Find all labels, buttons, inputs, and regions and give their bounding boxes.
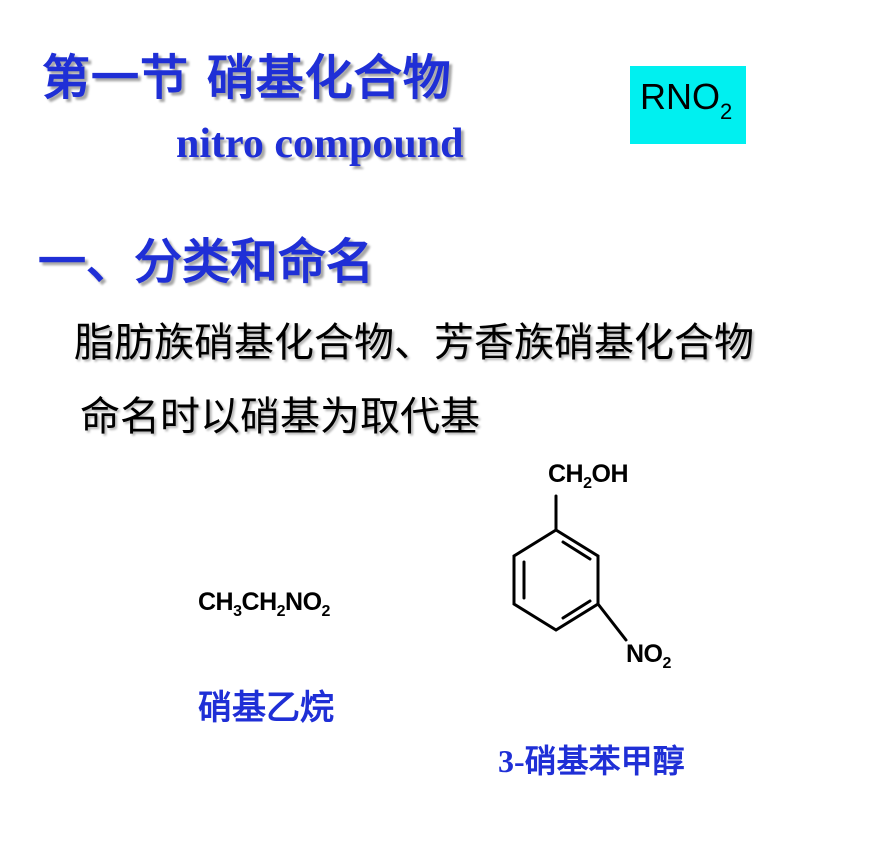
section-title-english: nitro compound [176,121,464,167]
naming-rule-text: 命名时以硝基为取代基 [80,394,480,440]
nitroethane-formula: CH3CH2NO2 [198,588,330,620]
general-formula-box: RNO2 [630,66,746,144]
inner-double-bond [561,599,592,620]
ch2oh-group: CH2OH [548,460,629,492]
general-formula: RNO2 [640,76,733,124]
subsection-heading: 一、分类和命名 [38,234,375,290]
benzene-ring-outline [512,528,600,632]
no2-group: NO2 [626,640,671,672]
nitrobenzyl-alcohol-name: 3-硝基苯甲醇 [498,742,685,780]
classification-text: 脂肪族硝基化合物、芳香族硝基化合物 [74,320,754,366]
nitroethane-name: 硝基乙烷 [198,688,334,728]
bond-to-no2 [596,602,628,642]
section-title-chinese: 第一节 硝基化合物 [42,50,452,106]
inner-double-bond [561,540,592,561]
